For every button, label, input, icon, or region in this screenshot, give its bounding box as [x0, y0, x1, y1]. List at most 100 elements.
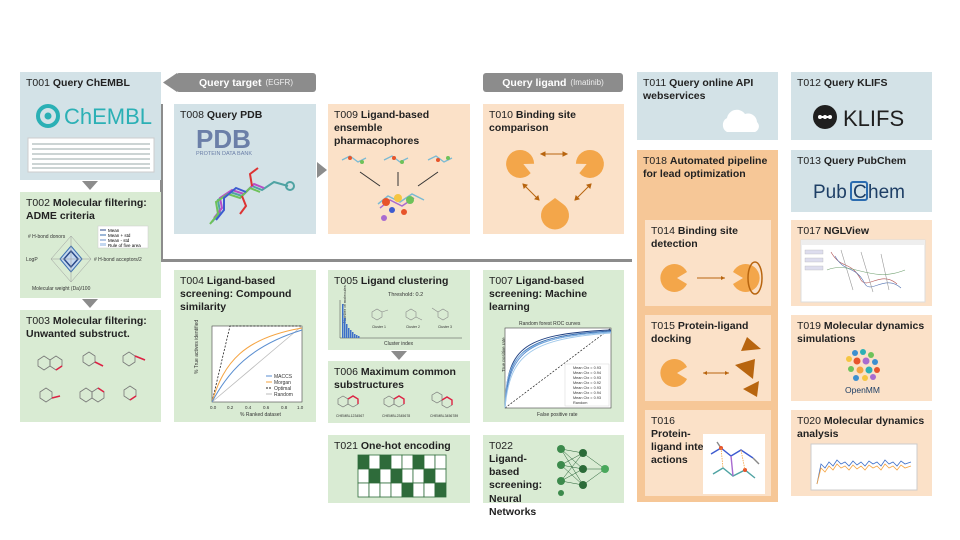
enrichment-legend-2: Morgan — [274, 380, 291, 386]
code-t012: T012 — [797, 77, 821, 89]
card-t004[interactable]: T004 Ligand-based screening: Compound si… — [174, 270, 316, 422]
title-t001: Query ChEMBL — [52, 77, 130, 89]
card-t013[interactable]: T013 Query PubChem Pub C hem — [791, 150, 932, 212]
one-hot-grid-image — [357, 454, 447, 498]
enrichment-legend-1: MACCS — [274, 374, 293, 380]
code-t003: T003 — [26, 315, 50, 327]
card-t009[interactable]: T009 Ligand-based ensemble pharmacophore… — [328, 104, 470, 234]
roc-legend-4: Mean Ctx = 0.92 — [573, 381, 601, 385]
card-t014[interactable]: T014 Binding site detection — [645, 220, 771, 306]
card-t010[interactable]: T010 Binding site comparison — [483, 104, 624, 234]
one-hot-cell — [379, 482, 392, 498]
card-t001[interactable]: T001 Query ChEMBL ChEMBL — [20, 72, 161, 180]
card-t016[interactable]: T016 Protein-ligand inter-actions — [645, 410, 771, 496]
roc-xlabel: False positive rate — [537, 412, 578, 418]
code-t011: T011 — [643, 77, 667, 89]
pubchem-logo-text-a: Pub — [813, 182, 847, 203]
card-t007[interactable]: T007 Ligand-based screening: Machine lea… — [483, 270, 624, 422]
title-t021: One-hot encoding — [360, 440, 451, 452]
title-t007: Ligand-based screening: Machine learning — [489, 275, 588, 314]
openmm-logo-text: OpenMM — [845, 385, 880, 395]
radar-legend-2: Mean + std — [108, 233, 131, 238]
one-hot-cell — [401, 468, 414, 484]
title-t004: Ligand-based screening: Compound similar… — [180, 275, 292, 314]
card-t017[interactable]: T017 NGLView — [791, 220, 932, 306]
enrichment-xtick-1: 0.0 — [210, 405, 217, 410]
pubchem-logo-text-b: hem — [868, 182, 905, 203]
one-hot-cell — [412, 468, 425, 484]
one-hot-cell — [357, 454, 370, 470]
one-hot-cell — [390, 454, 403, 470]
docking-image — [660, 337, 761, 397]
cluster-label-1: Cluster 1 — [372, 325, 386, 329]
card-t002[interactable]: T002 Molecular filtering: ADME criteria … — [20, 192, 161, 298]
pharmacophore-image — [341, 155, 453, 221]
one-hot-cell — [434, 454, 447, 470]
card-t008[interactable]: T008 Query PDB PDB PROTEIN DATA BANK — [174, 104, 316, 234]
binding-site-comparison-image — [506, 149, 604, 230]
interactions-image — [703, 434, 765, 494]
query-target-sub: (EGFR) — [265, 78, 293, 87]
cluster-label-2: Cluster 2 — [406, 325, 420, 329]
clustering-plot: Threshold: 0.2 Number of molecules Clust… — [339, 285, 462, 347]
unwanted-substructures-image — [37, 351, 146, 403]
one-hot-cell — [379, 454, 392, 470]
code-t013: T013 — [797, 155, 821, 167]
code-t009: T009 — [334, 109, 358, 121]
query-ligand-label: Query ligand — [502, 76, 567, 89]
one-hot-cell — [423, 468, 436, 484]
card-t012[interactable]: T012 Query KLIFS KLIFS — [791, 72, 932, 140]
code-t020: T020 — [797, 415, 821, 427]
one-hot-cell — [390, 482, 403, 498]
one-hot-cell — [434, 468, 447, 484]
query-ligand-tag: Query ligand (Imatinib) — [483, 73, 623, 92]
similarity-enrichment-plot: % True actives identified 0.0 0.2 0.4 0.… — [194, 320, 304, 418]
one-hot-cell — [423, 454, 436, 470]
radar-axis-3: # H-bond acceptors/2 — [94, 257, 142, 263]
one-hot-cell — [412, 482, 425, 498]
card-t015[interactable]: T015 Protein-ligand docking — [645, 315, 771, 401]
card-t011[interactable]: T011 Query online API webservices — [637, 72, 778, 140]
code-t006: T006 — [334, 366, 358, 378]
card-t020[interactable]: T020 Molecular dynamics analysis — [791, 410, 932, 496]
one-hot-cell — [368, 454, 381, 470]
radar-legend-4: Rule of five area — [108, 243, 141, 248]
code-t014: T014 — [651, 225, 675, 237]
card-t003[interactable]: T003 Molecular filtering: Unwanted subst… — [20, 310, 161, 422]
title-t013: Query PubChem — [823, 155, 907, 167]
code-t022: T022 — [489, 440, 513, 452]
radar-legend-1: Mean — [108, 228, 120, 233]
cluster-label-3: Cluster 3 — [438, 325, 452, 329]
card-t005[interactable]: T005 Ligand clustering Threshold: 0.2 Nu… — [328, 270, 470, 350]
enrichment-xtick-2: 0.2 — [227, 405, 234, 410]
klifs-logo: KLIFS — [813, 105, 904, 131]
code-t017: T017 — [797, 225, 821, 237]
radar-axis-4: Molecular weight (Da)/100 — [32, 286, 91, 292]
svg-text:C: C — [853, 182, 867, 203]
arrow-t002-t003 — [82, 299, 98, 308]
title-t019: Molecular dynamics simulations — [797, 320, 925, 346]
enrichment-xlabel: % Ranked dataset — [240, 412, 281, 418]
roc-curve-plot: Random forest ROC curves True positive r… — [501, 321, 612, 418]
query-ligand-sub: (Imatinib) — [570, 78, 604, 87]
card-t019[interactable]: T019 Molecular dynamics simulations Open… — [791, 315, 932, 401]
card-t022[interactable]: T022 Ligand-based screening: Neural Netw… — [483, 435, 624, 518]
neural-network-image — [557, 445, 609, 496]
connector-left-vertical — [160, 104, 163, 261]
roc-ylabel: True positive rate — [501, 337, 506, 372]
mcs-label-1: CHEMBL1234567 — [336, 414, 364, 418]
nglview-screenshot-image — [800, 239, 926, 303]
radar-axis-1: # H-bond donors — [28, 234, 66, 240]
title-t010: Binding site comparison — [489, 109, 576, 135]
query-target-label: Query target — [199, 76, 262, 89]
card-t021[interactable]: T021 One-hot encoding — [328, 435, 470, 503]
klifs-logo-text: KLIFS — [843, 106, 904, 131]
one-hot-cell — [368, 482, 381, 498]
one-hot-cell — [390, 468, 403, 484]
mcs-structures-image: CHEMBL1234567 CHEMBL2345678 CHEMBL345678… — [336, 391, 458, 418]
enrichment-xtick-6: 1.0 — [297, 405, 304, 410]
roc-legend-8: Random — [573, 401, 587, 405]
title-t011: Query online API webservices — [643, 77, 754, 103]
title-t016: Protein-ligand inter-actions — [651, 428, 712, 467]
card-t006[interactable]: T006 Maximum common substructures CHEMBL… — [328, 361, 470, 423]
